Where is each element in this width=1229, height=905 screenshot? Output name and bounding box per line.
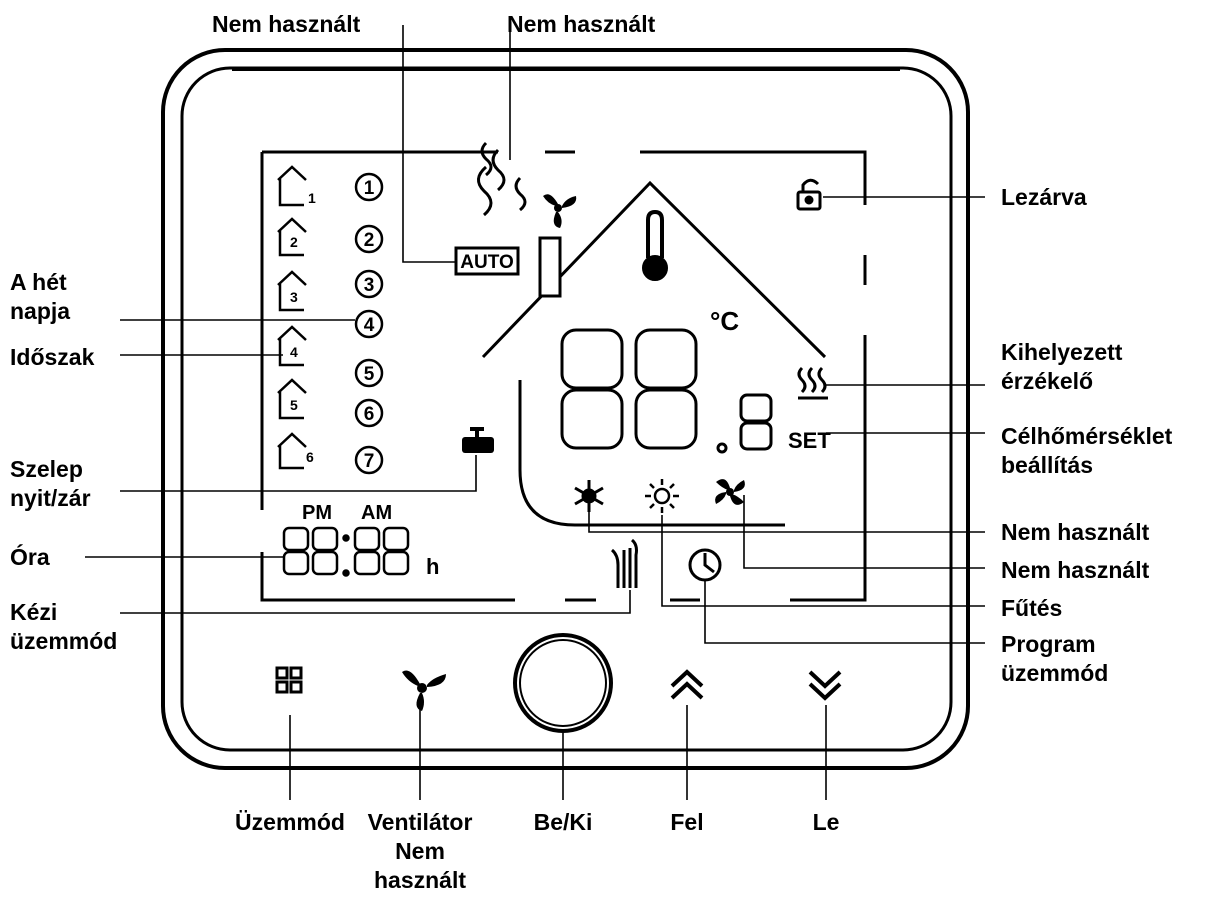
label-fan-button-line1: Ventilátor bbox=[367, 809, 473, 835]
lock-icon bbox=[796, 178, 822, 211]
label-target-temp-line2: beállítás bbox=[1001, 452, 1094, 478]
label-manual: Kézi üzemmód bbox=[10, 598, 117, 656]
hour-unit: h bbox=[426, 554, 439, 579]
label-clock: Óra bbox=[10, 544, 50, 570]
label-period: Időszak bbox=[10, 344, 95, 370]
day-number: 6 bbox=[364, 404, 375, 425]
label-unused-fan: Nem használt bbox=[1001, 557, 1150, 583]
snowflake-icon bbox=[574, 480, 604, 512]
label-external-sensor-line2: érzékelő bbox=[1001, 368, 1094, 394]
period-marks: 1 2 3 4 5 6 bbox=[290, 190, 316, 465]
external-sensor-icon bbox=[797, 366, 828, 400]
set-text: SET bbox=[788, 428, 831, 453]
label-top-right: Nem használt bbox=[507, 11, 656, 37]
fan-icon bbox=[543, 194, 577, 228]
mode-grid-icon bbox=[275, 666, 303, 694]
temperature-digits bbox=[560, 328, 773, 454]
up-button[interactable] bbox=[670, 669, 704, 700]
callout-lines bbox=[85, 25, 985, 800]
down-button[interactable] bbox=[808, 670, 842, 701]
hand-icon bbox=[610, 538, 638, 588]
label-day-of-week-line1: A hét bbox=[10, 269, 67, 295]
lcd-outline bbox=[260, 150, 867, 602]
auto-badge-text: AUTO bbox=[460, 252, 513, 273]
period-mark: 5 bbox=[290, 397, 298, 413]
label-fan-button-line2: Nem bbox=[395, 838, 445, 864]
chevron-down-icon bbox=[808, 670, 842, 701]
day-numbers: 1 2 3 4 5 6 7 bbox=[364, 178, 375, 472]
day-number: 5 bbox=[364, 364, 375, 385]
auto-badge: AUTO bbox=[454, 246, 520, 276]
day-number: 7 bbox=[364, 451, 375, 472]
label-fan-button: Ventilátor Nem használt bbox=[350, 808, 490, 895]
label-program-line1: Program bbox=[1001, 631, 1096, 657]
day-icons bbox=[277, 165, 307, 470]
label-up-button: Fel bbox=[670, 809, 704, 835]
valve-icon bbox=[462, 427, 494, 453]
period-mark: 1 bbox=[308, 190, 316, 206]
label-external-sensor-line1: Kihelyezett bbox=[1001, 339, 1123, 365]
label-power-button: Be/Ki bbox=[533, 809, 593, 835]
am-indicator: AM bbox=[361, 502, 392, 524]
label-manual-line1: Kézi bbox=[10, 599, 58, 625]
label-target-temp: Célhőmérséklet beállítás bbox=[1001, 422, 1172, 480]
label-down-button: Le bbox=[812, 809, 840, 835]
label-manual-line2: üzemmód bbox=[10, 628, 118, 654]
power-button[interactable] bbox=[513, 633, 613, 733]
label-unused-cooling: Nem használt bbox=[1001, 519, 1150, 545]
label-program-line2: üzemmód bbox=[1001, 660, 1109, 686]
pm-indicator: PM bbox=[302, 502, 332, 524]
label-fan-button-line3: használt bbox=[373, 867, 467, 893]
power-ring-icon bbox=[513, 633, 613, 733]
period-mark: 6 bbox=[306, 449, 314, 465]
day-number: 2 bbox=[364, 230, 375, 251]
fan-icon bbox=[402, 670, 446, 711]
fan-mode-icon bbox=[715, 479, 745, 505]
label-valve-line1: Szelep bbox=[10, 456, 83, 482]
clock-digits bbox=[282, 526, 410, 577]
chevron-up-icon bbox=[670, 669, 704, 700]
thermometer-icon bbox=[642, 209, 668, 281]
mode-button[interactable] bbox=[275, 666, 303, 694]
day-number: 3 bbox=[364, 275, 375, 296]
day-number: 1 bbox=[364, 178, 375, 199]
fan-button[interactable] bbox=[402, 670, 446, 712]
label-top-left: Nem használt bbox=[212, 11, 361, 37]
heat-waves-icon bbox=[477, 141, 527, 217]
day-number: 4 bbox=[364, 315, 375, 336]
label-program: Program üzemmód bbox=[1001, 630, 1108, 688]
day-circles bbox=[354, 172, 384, 475]
label-target-temp-line1: Célhőmérséklet bbox=[1001, 423, 1173, 449]
period-mark: 4 bbox=[290, 344, 298, 360]
label-heating: Fűtés bbox=[1001, 595, 1063, 621]
label-day-of-week-line2: napja bbox=[10, 298, 71, 324]
celsius-unit: °C bbox=[710, 306, 739, 336]
label-mode-button: Üzemmód bbox=[235, 809, 345, 835]
label-valve-line2: nyit/zár bbox=[10, 485, 91, 511]
label-valve: Szelep nyit/zár bbox=[10, 455, 91, 513]
house-icon bbox=[481, 180, 827, 527]
label-day-of-week: A hét napja bbox=[10, 268, 70, 326]
label-locked: Lezárva bbox=[1001, 184, 1087, 210]
period-mark: 3 bbox=[290, 289, 298, 305]
sun-icon bbox=[645, 479, 679, 513]
device-frame bbox=[161, 48, 970, 770]
label-external-sensor: Kihelyezett érzékelő bbox=[1001, 338, 1122, 396]
period-mark: 2 bbox=[290, 234, 298, 250]
clock-icon bbox=[688, 548, 722, 582]
